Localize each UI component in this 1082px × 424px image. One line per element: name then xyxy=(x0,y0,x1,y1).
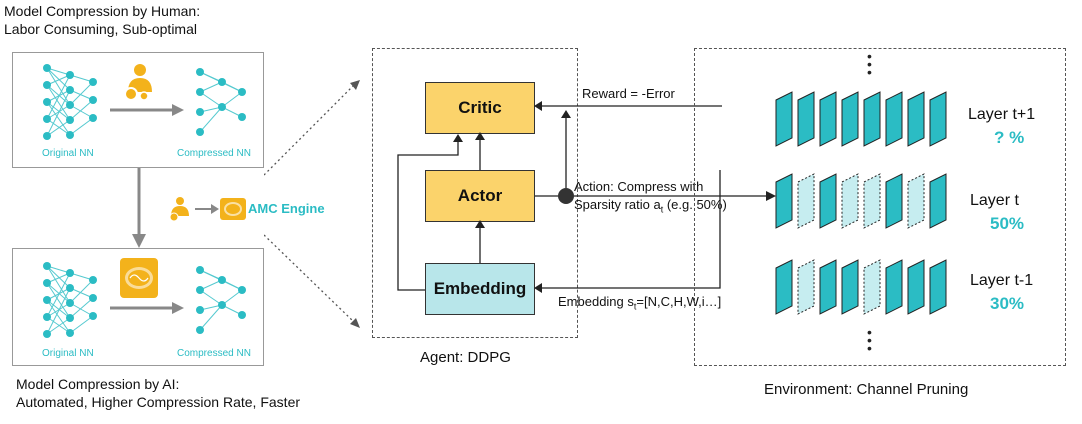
layer-t-plus-1-name: Layer t+1 xyxy=(968,106,1036,123)
environment-frame xyxy=(694,48,1066,366)
ai-panel xyxy=(12,248,264,366)
embedding-label: Embedding xyxy=(433,279,527,298)
layer-t-name: Layer t xyxy=(970,192,1019,209)
reward-label: Reward = -Error xyxy=(582,86,675,101)
embedding-state-prefix: Embedding s xyxy=(558,294,634,309)
embedding-state-suffix: =[N,C,H,W,i…] xyxy=(636,294,722,309)
dots-bottom: ••• xyxy=(867,324,872,356)
arrow-down-icon xyxy=(132,168,146,248)
action-label-line2: Sparsity ratio at (e.g. 50%) xyxy=(574,197,727,215)
human-title-line1: Model Compression by Human: xyxy=(4,3,201,19)
human-panel xyxy=(12,52,264,168)
embedding-state-subscript: t xyxy=(633,301,637,312)
original-nn-icon-bottom xyxy=(43,262,97,338)
critic-block: Critic xyxy=(425,82,535,134)
agent-frame xyxy=(372,48,578,338)
arrow-right-icon-top xyxy=(110,104,184,116)
dots-top: ••• xyxy=(867,48,872,80)
action-prefix: Sparsity ratio a xyxy=(574,197,661,212)
layer-t-ratio: 50% xyxy=(990,214,1025,233)
layer-t-plus-1-ratio: ? % xyxy=(994,128,1025,147)
layer-t-minus-1-channels xyxy=(775,259,947,315)
actor-block: Actor xyxy=(425,170,535,222)
ai-title-line1: Model Compression by AI: xyxy=(16,376,180,392)
human-compressed-label: Compressed NN xyxy=(177,148,251,159)
compressed-nn-icon-bottom xyxy=(196,266,246,334)
original-nn-icon-top xyxy=(43,64,97,140)
compressed-nn-icon-top xyxy=(196,68,246,136)
engine-arrow-icon xyxy=(195,204,219,214)
environment-caption: Environment: Channel Pruning xyxy=(764,381,969,398)
layer-t-plus-1-channels xyxy=(775,91,947,147)
brain-chip-icon xyxy=(220,198,246,220)
layer-t-minus-1-name: Layer t-1 xyxy=(970,272,1034,289)
action-label-line1: Action: Compress with xyxy=(574,179,704,194)
embedding-state-label: Embedding st=[N,C,H,W,i…] xyxy=(558,294,721,312)
action-suffix: (e.g. 50%) xyxy=(663,197,727,212)
flow-connectors xyxy=(397,101,776,293)
agent-caption: Agent: DDPG xyxy=(420,349,511,366)
ai-title-line2: Automated, Higher Compression Rate, Fast… xyxy=(16,394,301,410)
human-worker-icon xyxy=(124,64,152,101)
human-to-engine-icon xyxy=(169,197,189,222)
amc-engine-label: AMC Engine xyxy=(248,201,325,216)
arrow-right-icon-bottom xyxy=(110,302,184,314)
human-original-label: Original NN xyxy=(42,148,94,159)
embedding-block: Embedding xyxy=(425,263,535,315)
action-subscript: t xyxy=(660,204,664,215)
ai-compressed-label: Compressed NN xyxy=(177,348,251,359)
layer-t-minus-1-ratio: 30% xyxy=(990,294,1025,313)
layer-t-channels xyxy=(775,173,947,229)
zoom-lines xyxy=(264,80,360,328)
critic-label: Critic xyxy=(458,98,502,117)
actor-label: Actor xyxy=(457,186,503,205)
ai-original-label: Original NN xyxy=(42,348,94,359)
human-title-line2: Labor Consuming, Sub-optimal xyxy=(4,21,197,37)
brain-chip-large-icon xyxy=(120,258,158,298)
